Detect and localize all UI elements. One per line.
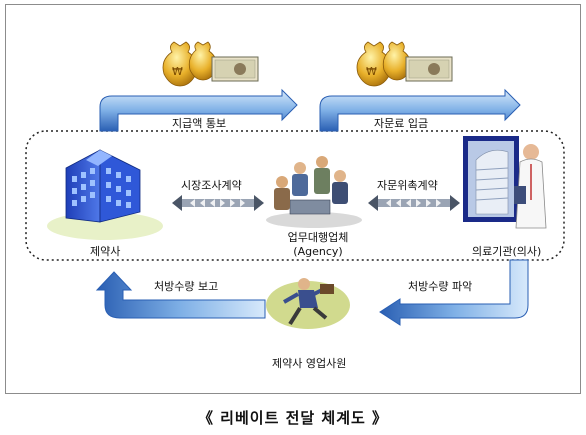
node-label-medical: 의료기관(의사)	[472, 245, 542, 258]
edge-label-payment-notice: 지급액 통보	[172, 117, 227, 130]
running-salesman-icon	[266, 278, 350, 329]
bottom-left-arrow	[95, 271, 266, 319]
building-icon	[47, 149, 163, 240]
node-label-pharma: 제약사	[90, 245, 121, 258]
banknote-icon	[405, 56, 453, 82]
svg-text:₩: ₩	[172, 65, 183, 78]
edge-label-advisory-contract: 자문위촉계약	[377, 179, 438, 192]
bottom-right-arrow	[379, 259, 529, 326]
node-label-agency: 업무대행업체	[287, 231, 349, 244]
edge-label-fee-deposit: 자문료 입금	[374, 117, 429, 130]
banknote-icon	[211, 56, 259, 82]
edge-label-prescription-check: 처방수량 파악	[408, 280, 473, 293]
money-bag-icon: ₩	[162, 41, 218, 87]
node-label-agency-english: (Agency)	[293, 245, 343, 258]
right-contract-link	[368, 195, 460, 211]
top-left-arrow	[99, 88, 298, 132]
node-label-sales-rep: 제약사 영업사원	[272, 357, 347, 370]
money-bag-icon: ₩	[356, 41, 412, 87]
diagram-caption: 《 리베이트 전달 체계도 》	[197, 409, 389, 427]
hospital-doctor-icon	[463, 136, 547, 229]
top-right-arrow	[319, 88, 521, 132]
svg-text:₩: ₩	[366, 65, 377, 78]
edge-label-prescription-report: 처방수량 보고	[154, 280, 219, 293]
edge-label-market-research-contract: 시장조사계약	[181, 179, 242, 192]
left-contract-link	[172, 195, 264, 211]
meeting-people-icon	[266, 156, 362, 228]
